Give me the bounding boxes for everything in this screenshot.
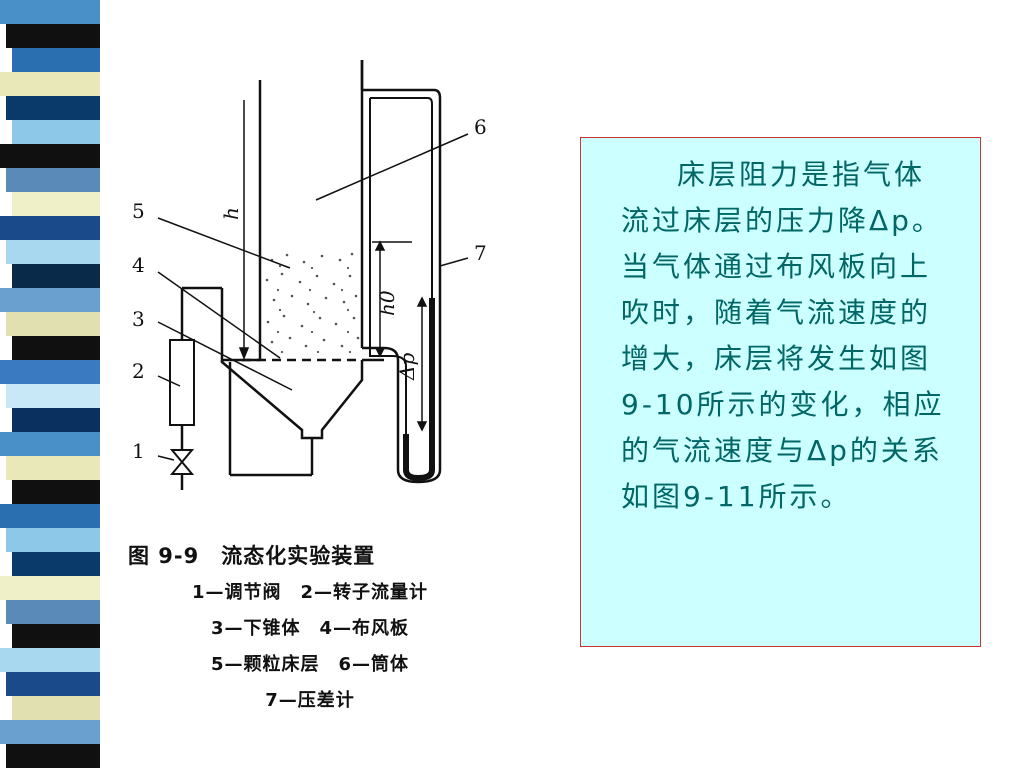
stripe-segment bbox=[0, 648, 100, 672]
stripe-segment bbox=[12, 264, 100, 288]
stripe-segment bbox=[12, 552, 100, 576]
label-2: 2 bbox=[132, 359, 145, 383]
stripe-segment bbox=[12, 48, 100, 72]
stripe-segment bbox=[0, 360, 100, 384]
figure-caption: 图 9-9 流态化实验装置 1—调节阀 2—转子流量计 3—下锥体 4—布风板 … bbox=[110, 540, 510, 722]
stripe-segment bbox=[6, 744, 100, 768]
stripe-segment bbox=[0, 432, 100, 456]
stripe-segment bbox=[6, 240, 100, 264]
stripe-segment bbox=[12, 624, 100, 648]
stripe-segment bbox=[6, 600, 100, 624]
figure-title: 图 9-9 流态化实验装置 bbox=[128, 544, 376, 568]
stripe-segment bbox=[12, 120, 100, 144]
stripe-segment bbox=[0, 144, 100, 168]
stripe-segment bbox=[6, 312, 100, 336]
decorative-stripe-border bbox=[0, 0, 118, 768]
control-valve bbox=[169, 449, 195, 464]
label-4: 4 bbox=[132, 253, 145, 277]
stripe-segment bbox=[0, 288, 100, 312]
stripe-segment bbox=[12, 696, 100, 720]
stripe-segment bbox=[0, 72, 100, 96]
stripe-segment bbox=[0, 504, 100, 528]
stripe-segment bbox=[6, 672, 100, 696]
stripe-segment bbox=[6, 528, 100, 552]
caption-line-4: 7—压差计 bbox=[265, 690, 355, 711]
label-h: h bbox=[219, 207, 243, 220]
stripe-segment bbox=[12, 192, 100, 216]
label-5: 5 bbox=[132, 199, 145, 223]
label-h0: h0 bbox=[375, 290, 399, 316]
stripe-segment bbox=[6, 384, 100, 408]
stripe-segment bbox=[6, 24, 100, 48]
label-7: 7 bbox=[474, 241, 487, 265]
explanation-paragraph: 床层阻力是指气体流过床层的压力降Δp。当气体通过布风板向上吹时，随着气流速度的增… bbox=[621, 158, 945, 513]
label-6: 6 bbox=[474, 115, 487, 139]
stripe-segment bbox=[6, 456, 100, 480]
stripe-segment bbox=[0, 216, 100, 240]
caption-line-3: 5—颗粒床层 6—筒体 bbox=[210, 654, 410, 675]
particle-bed bbox=[265, 252, 360, 354]
label-1: 1 bbox=[132, 439, 145, 463]
stripe-segment bbox=[12, 408, 100, 432]
explanation-text-box: 床层阻力是指气体流过床层的压力降Δp。当气体通过布风板向上吹时，随着气流速度的增… bbox=[580, 137, 981, 647]
label-dp: Δp bbox=[395, 353, 419, 381]
caption-line-1: 1—调节阀 2—转子流量计 bbox=[191, 582, 429, 603]
stripe-segment bbox=[0, 0, 100, 24]
stripe-segment bbox=[12, 480, 100, 504]
stripe-segment bbox=[12, 336, 100, 360]
fluidization-apparatus-diagram: 5 4 3 2 1 6 7 h h0 Δp bbox=[132, 60, 487, 490]
stripe-segment bbox=[0, 720, 100, 744]
stripe-segment bbox=[6, 168, 100, 192]
lower-cone bbox=[220, 360, 364, 440]
stripe-segment bbox=[6, 96, 100, 120]
label-3: 3 bbox=[132, 307, 145, 331]
caption-line-2: 3—下锥体 4—布风板 bbox=[210, 618, 410, 639]
stripe-segment bbox=[0, 576, 100, 600]
u-tube-manometer bbox=[362, 88, 442, 484]
